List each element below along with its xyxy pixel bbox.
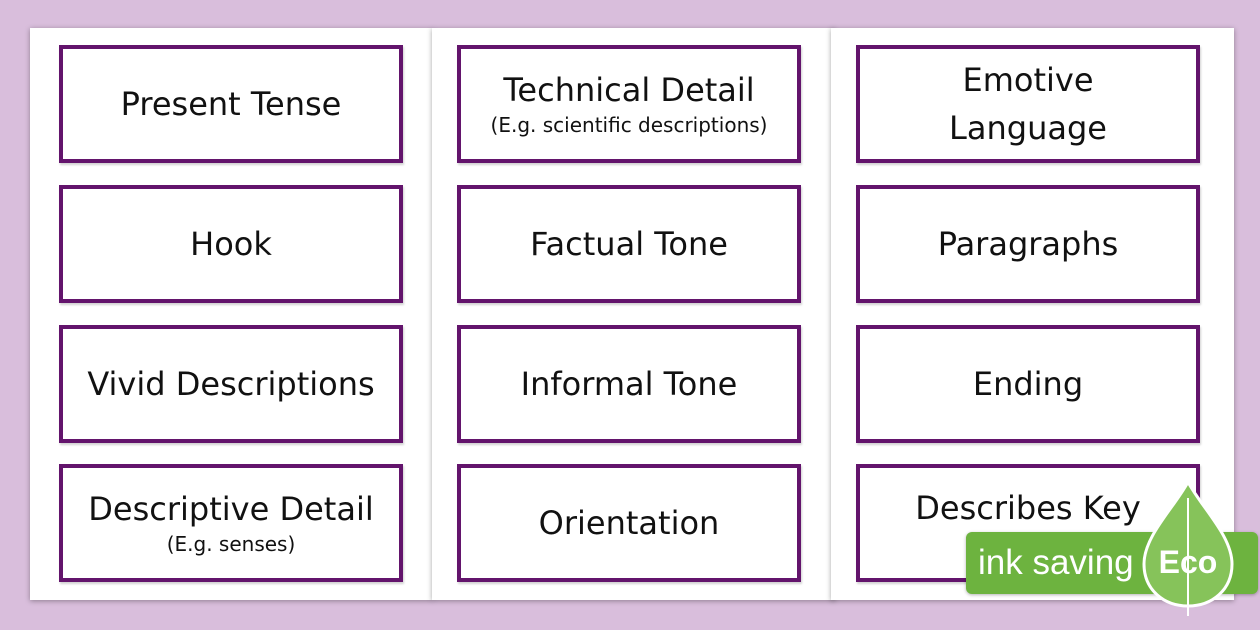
word-card-vivid-descriptions: Vivid Descriptions — [59, 325, 403, 443]
ink-saving-label: ink saving — [978, 543, 1134, 582]
card-subtitle: (E.g. senses) — [166, 532, 296, 556]
card-title: Informal Tone — [520, 365, 738, 403]
card-title: Ending — [972, 365, 1084, 403]
flashcard-sheet-1: Present Tense Hook Vivid Descriptions De… — [30, 28, 433, 600]
flashcard-sheet-2: Technical Detail (E.g. scientific descri… — [432, 28, 835, 600]
card-subtitle: (E.g. scientific descriptions) — [490, 113, 768, 137]
word-card-paragraphs: Paragraphs — [856, 185, 1200, 303]
leaf-icon — [1142, 478, 1234, 616]
word-card-ending: Ending — [856, 325, 1200, 443]
card-title: Present Tense — [120, 85, 342, 123]
eco-label: Eco — [1158, 544, 1218, 580]
card-title: Paragraphs — [937, 225, 1119, 263]
flashcard-sheet-3: Emotive Language Paragraphs Ending Descr… — [831, 28, 1234, 600]
card-title: Descriptive Detail — [88, 490, 374, 528]
card-title: Orientation — [538, 504, 720, 542]
word-card-descriptive-detail: Descriptive Detail (E.g. senses) — [59, 464, 403, 582]
word-card-technical-detail: Technical Detail (E.g. scientific descri… — [457, 45, 801, 163]
card-title: Hook — [190, 225, 272, 263]
card-title: Technical Detail — [503, 71, 755, 109]
word-card-emotive-language: Emotive Language — [856, 45, 1200, 163]
word-card-hook: Hook — [59, 185, 403, 303]
card-title: Factual Tone — [530, 225, 728, 263]
word-card-informal-tone: Informal Tone — [457, 325, 801, 443]
word-card-factual-tone: Factual Tone — [457, 185, 801, 303]
word-card-orientation: Orientation — [457, 464, 801, 582]
card-title: Emotive Language — [949, 61, 1107, 147]
word-card-present-tense: Present Tense — [59, 45, 403, 163]
card-title: Describes Key — [915, 489, 1141, 527]
card-title: Vivid Descriptions — [87, 365, 375, 403]
